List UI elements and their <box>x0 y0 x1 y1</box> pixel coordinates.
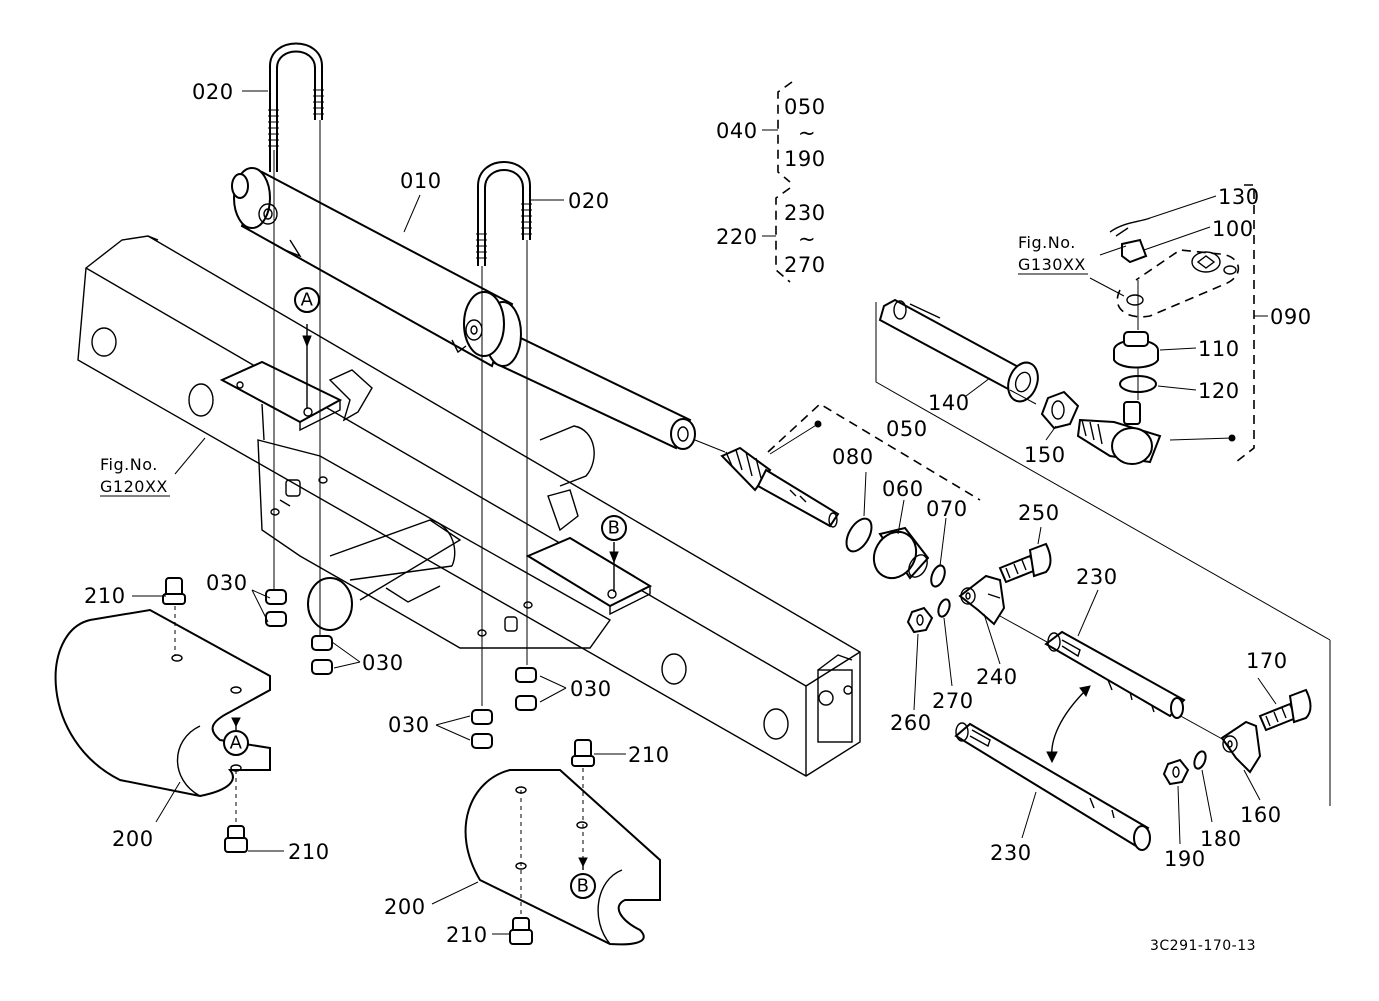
label-220-to: 270 <box>784 253 826 277</box>
bolt-170 <box>1258 688 1312 732</box>
label-040-from: 050 <box>784 95 826 119</box>
u-bolt-top <box>268 42 324 172</box>
label-230-top: 230 <box>1076 565 1118 589</box>
label-030-b: 030 <box>362 651 404 675</box>
label-150: 150 <box>1024 443 1066 467</box>
bolt-group-210 <box>162 577 595 945</box>
leader-lines <box>132 81 1277 935</box>
label-130: 130 <box>1218 185 1260 209</box>
label-220-tilde: ~ <box>798 227 816 251</box>
callout-b-bottom: B <box>570 873 596 899</box>
svg-text:Fig.No.: Fig.No. <box>100 455 158 474</box>
u-bolt-middle <box>476 161 532 266</box>
label-200-mid: 200 <box>384 895 426 919</box>
fig-ref-g130: Fig.No. G130XX <box>1018 233 1088 275</box>
washer-270 <box>937 598 951 618</box>
clamp-240 <box>958 574 1006 626</box>
label-220-from: 230 <box>784 201 826 225</box>
label-090: 090 <box>1270 305 1312 329</box>
clamp-160 <box>1220 720 1262 774</box>
label-030-c: 030 <box>570 677 612 701</box>
svg-text:B: B <box>577 876 590 897</box>
label-100: 100 <box>1212 217 1254 241</box>
callout-a-top: A <box>294 287 320 313</box>
label-190: 190 <box>1164 847 1206 871</box>
svg-text:A: A <box>230 733 243 754</box>
drawing-code: 3C291-170-13 <box>1150 938 1256 954</box>
label-210-b: 210 <box>628 743 670 767</box>
label-070: 070 <box>926 497 968 521</box>
callout-b-top: B <box>601 515 627 541</box>
label-030-d: 030 <box>388 713 430 737</box>
pitman-arm-ref <box>1116 249 1240 318</box>
bracket-a <box>219 360 373 441</box>
label-240: 240 <box>976 665 1018 689</box>
label-170: 170 <box>1246 649 1288 673</box>
label-040-to: 190 <box>784 147 826 171</box>
label-080: 080 <box>832 445 874 469</box>
callout-a-bottom: A <box>223 730 249 756</box>
svg-text:A: A <box>301 290 314 311</box>
label-060: 060 <box>882 477 924 501</box>
svg-text:B: B <box>608 518 621 539</box>
svg-text:Fig.No.: Fig.No. <box>1018 233 1076 252</box>
label-250: 250 <box>1018 501 1060 525</box>
bracket-b <box>525 489 653 616</box>
guard-left <box>54 608 271 798</box>
label-220: 220 <box>716 225 758 249</box>
nut-group-030 <box>265 589 537 749</box>
o-ring-080 <box>845 517 873 553</box>
label-010: 010 <box>400 169 442 193</box>
nut-260 <box>906 606 934 634</box>
label-210-c: 210 <box>288 840 330 864</box>
shaft-230-top <box>1044 630 1186 719</box>
label-180: 180 <box>1200 827 1242 851</box>
label-040: 040 <box>716 119 758 143</box>
steering-cylinder <box>231 167 696 450</box>
boot-060 <box>872 526 930 580</box>
tie-rod-boot-050 <box>720 446 840 528</box>
label-210-d: 210 <box>446 923 488 947</box>
label-140: 140 <box>928 391 970 415</box>
label-050: 050 <box>886 417 928 441</box>
label-200-left: 200 <box>112 827 154 851</box>
svg-text:G130XX: G130XX <box>1018 255 1086 274</box>
guard-middle <box>464 769 661 946</box>
nut-190 <box>1162 758 1190 786</box>
fig-ref-g120: Fig.No. G120XX <box>100 455 170 497</box>
label-270: 270 <box>932 689 974 713</box>
snap-ring-070 <box>930 564 946 588</box>
label-020-top: 020 <box>192 80 234 104</box>
label-020-mid: 020 <box>568 189 610 213</box>
shaft-230-bottom <box>954 722 1151 851</box>
label-120: 120 <box>1198 379 1240 403</box>
label-110: 110 <box>1198 337 1240 361</box>
washer-180 <box>1193 750 1207 770</box>
svg-text:G120XX: G120XX <box>100 477 168 496</box>
label-040-tilde: ~ <box>798 121 816 145</box>
label-230-bottom: 230 <box>990 841 1032 865</box>
label-030-a: 030 <box>206 571 248 595</box>
rotation-arrow <box>1046 685 1091 764</box>
label-260: 260 <box>890 711 932 735</box>
bolt-250 <box>998 542 1052 584</box>
tie-rod-end-090 <box>878 217 1162 465</box>
label-210-a: 210 <box>84 584 126 608</box>
label-160: 160 <box>1240 803 1282 827</box>
